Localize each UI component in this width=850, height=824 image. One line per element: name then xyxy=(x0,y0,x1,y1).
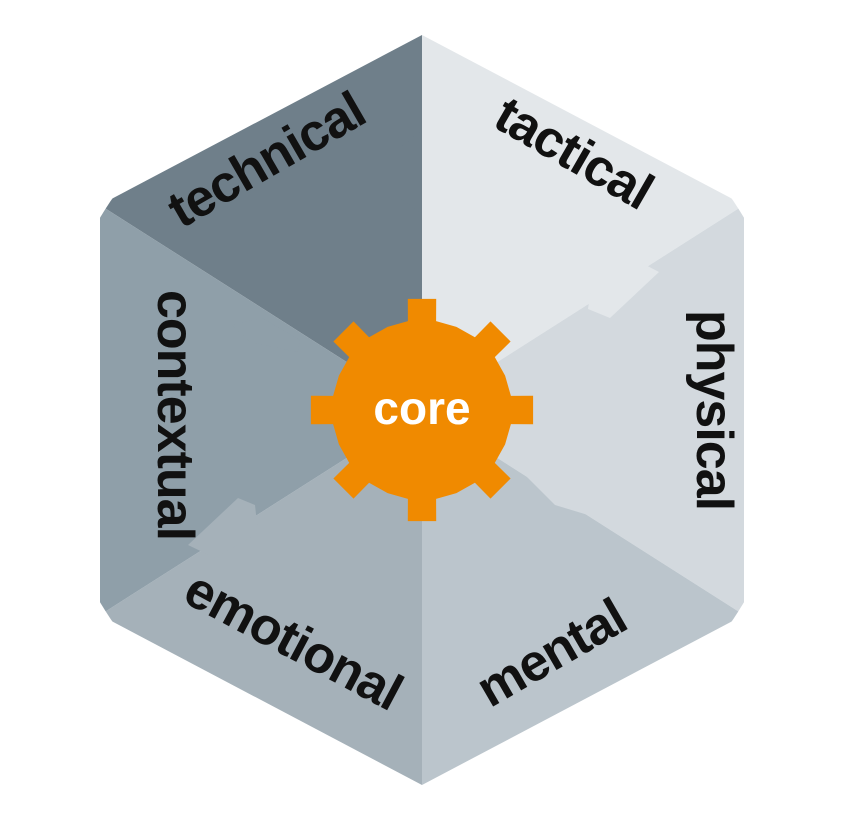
puzzle-tab-physical-mental xyxy=(520,470,610,515)
segment-physical xyxy=(422,205,744,615)
segment-emotional xyxy=(100,410,422,785)
core-gear: core xyxy=(310,298,534,522)
segment-mental xyxy=(422,410,744,785)
segment-contextual xyxy=(100,205,422,615)
puzzle-tab-emotional-contextual xyxy=(188,498,258,558)
segment-technical xyxy=(100,35,422,410)
puzzle-tab-contextual-technical xyxy=(232,318,300,352)
label-contextual: contextual xyxy=(146,290,204,540)
puzzle-tab-mental-emotional xyxy=(422,608,445,696)
segment-tactical xyxy=(422,35,744,410)
label-physical: physical xyxy=(685,310,743,510)
core-label: core xyxy=(373,382,470,434)
gear-icon xyxy=(310,298,534,522)
puzzle-tab-technical-tactical xyxy=(400,130,422,214)
puzzle-tab-tactical-physical xyxy=(588,258,659,318)
